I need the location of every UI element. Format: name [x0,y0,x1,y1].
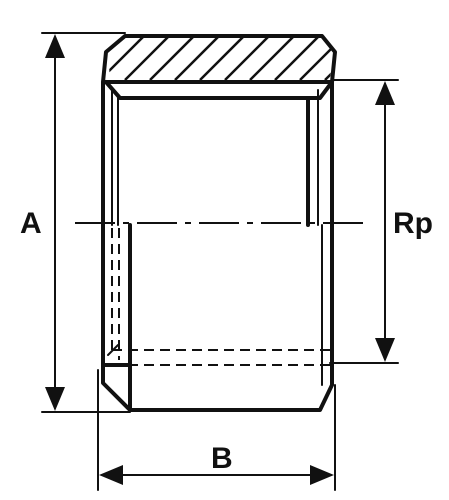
label-rp: Rp [393,207,433,240]
label-b: B [211,442,233,475]
dimension-a [41,32,131,413]
dimension-b [97,369,336,491]
label-a: A [20,207,42,240]
thread-hidden-lines [111,228,330,366]
socket-body [101,34,337,412]
arrow-up-icon [375,81,395,105]
arrow-down-icon [375,338,395,362]
hatched-wall-section [108,38,333,80]
arrow-down-icon [45,387,65,411]
dimension-rp [329,79,399,364]
arrow-up-icon [45,34,65,58]
arrow-right-icon [310,465,334,485]
arrow-left-icon [99,465,123,485]
